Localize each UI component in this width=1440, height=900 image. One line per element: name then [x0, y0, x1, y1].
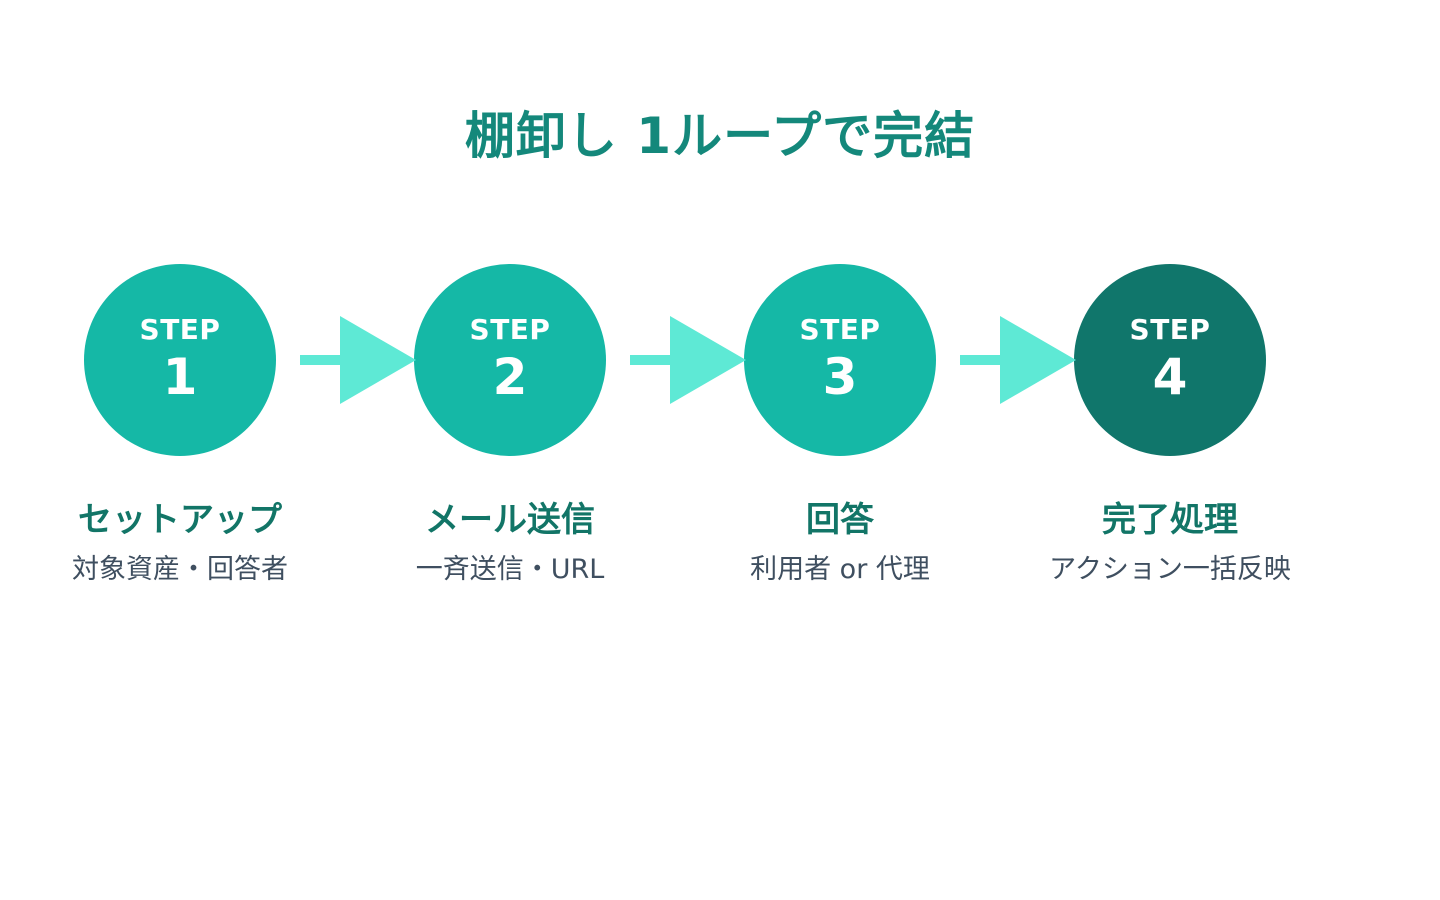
step-2-word: STEP — [469, 313, 551, 346]
step-2-circle: STEP 2 — [414, 264, 606, 456]
arrow-right-icon — [630, 316, 746, 404]
step-4-number: 4 — [1152, 348, 1188, 406]
step-1-number: 1 — [162, 348, 198, 406]
step-2-subtitle: 一斉送信・URL — [415, 554, 605, 585]
step-2-number: 2 — [492, 348, 528, 406]
step-3-title: 回答 — [806, 500, 874, 540]
step-4-word: STEP — [1129, 313, 1211, 346]
step-4-title: 完了処理 — [1102, 500, 1238, 540]
step-1-subtitle: 対象資産・回答者 — [72, 554, 288, 585]
step-3-word: STEP — [799, 313, 881, 346]
step-4-subtitle: アクション一括反映 — [1049, 554, 1291, 585]
diagram-title: 棚卸し 1ループで完結 — [464, 107, 976, 165]
step-3-number: 3 — [822, 348, 858, 406]
step-4-circle: STEP 4 — [1074, 264, 1266, 456]
arrow-right-icon — [300, 316, 416, 404]
step-1-title: セットアップ — [78, 500, 282, 540]
step-3-subtitle: 利用者 or 代理 — [750, 554, 930, 585]
step-1-circle: STEP 1 — [84, 264, 276, 456]
step-3-circle: STEP 3 — [744, 264, 936, 456]
step-2-title: メール送信 — [425, 500, 595, 540]
arrow-right-icon — [960, 316, 1076, 404]
step-1-word: STEP — [139, 313, 221, 346]
